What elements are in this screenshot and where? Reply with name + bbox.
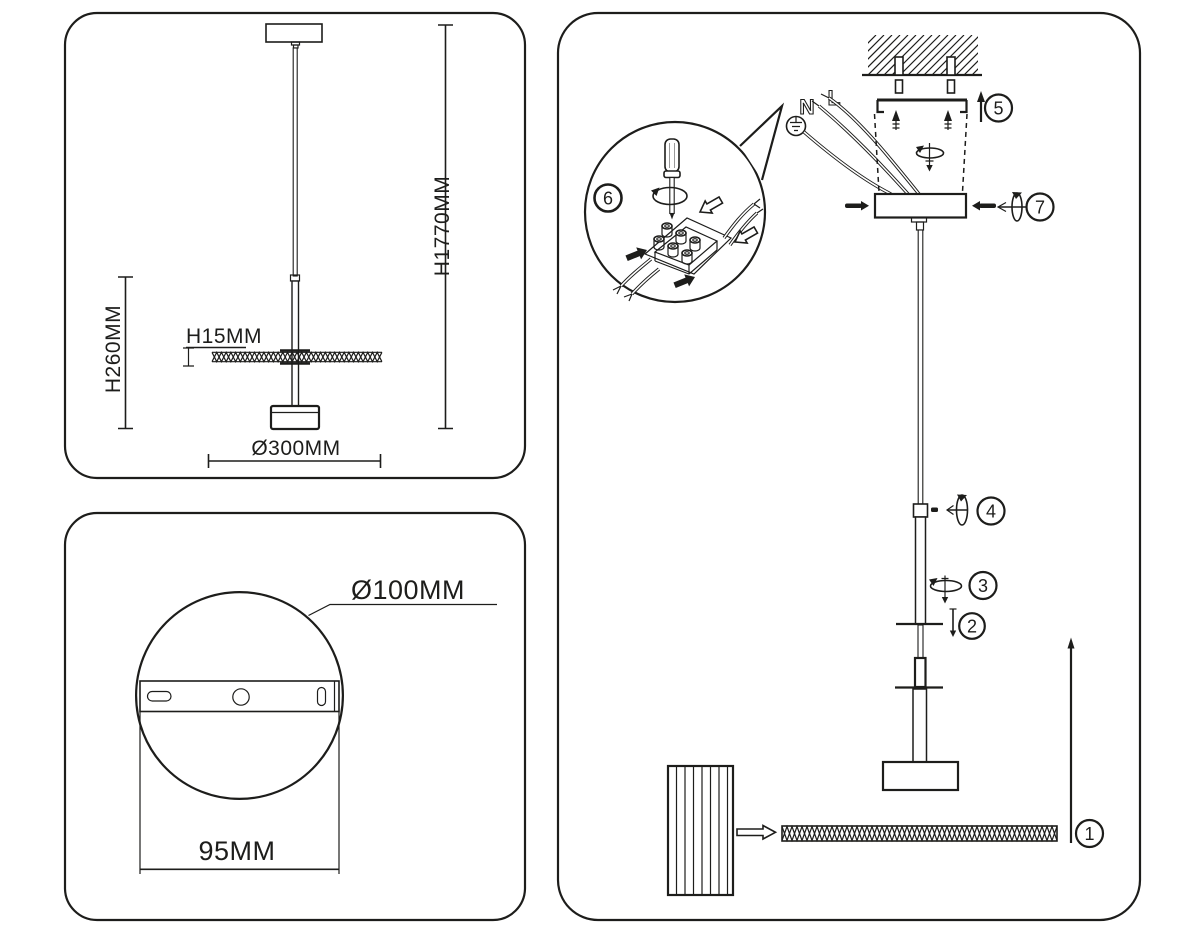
block-wires [612, 198, 764, 302]
mount-slot-right [316, 686, 327, 707]
magnifier-bubble: 6 [583, 102, 785, 304]
stem-rod [914, 516, 927, 625]
dimension-label: Ø100MM [351, 575, 465, 605]
canopy [873, 192, 968, 219]
pendant-side-drawing [211, 23, 383, 431]
up-arrow-icon-1 [1067, 637, 1075, 843]
center-hole [232, 688, 250, 706]
disc-hub [280, 349, 310, 365]
terminal-block [643, 217, 733, 275]
pendant-shade [881, 760, 960, 792]
step-badge-6: 6 [593, 183, 623, 213]
step-badge-7: 7 [1025, 192, 1055, 222]
mounting-screw-icons [892, 110, 952, 130]
up-arrow-icon [977, 91, 985, 122]
rotate-screw-icon-7 [996, 192, 1027, 222]
mains-wires [802, 93, 921, 196]
rotate-screw-icon-4 [945, 494, 969, 526]
dimension-label: 95MM [198, 836, 275, 866]
right-arrow-icon [736, 824, 778, 841]
installation-panel: 5 N L [556, 11, 1142, 922]
dimension-label: H260MM [102, 305, 125, 393]
dimension-label: H15MM [186, 325, 262, 348]
mount-slot-left [146, 690, 172, 702]
crystal-disc-edge [211, 349, 383, 365]
suspension-cable [917, 229, 924, 505]
down-arrow-icon-2 [949, 608, 957, 637]
mount-bar [139, 680, 340, 713]
canopy-panel: Ø100MM 95MM [63, 511, 527, 922]
step-number: 5 [993, 99, 1003, 119]
canopy-side-screw-icons [845, 201, 996, 211]
mounting-bracket [876, 98, 968, 114]
lower-rod [912, 688, 928, 763]
side-view-panel: H1770MM H260MM H15MM Ø300MM [63, 11, 527, 480]
step-badge-5: 5 [983, 93, 1014, 123]
thin-rod [917, 624, 924, 659]
wire-label-neutral: N [799, 96, 814, 119]
alignment-dashes [873, 113, 968, 193]
step-number: 7 [1035, 198, 1045, 218]
dimension-total-height: H1770MM [431, 24, 454, 430]
lamp-shade [269, 404, 321, 431]
ground-icon [785, 115, 807, 137]
suspension-cable [292, 47, 298, 277]
dimension-label: Ø300MM [251, 437, 340, 460]
step-number: 4 [986, 502, 996, 522]
rod-sleeve [913, 656, 927, 689]
rotate-cw-icon [915, 143, 945, 172]
dimension-label: H1770MM [431, 176, 454, 276]
step-badge-1: 1 [1074, 818, 1105, 849]
dimension-disc-thickness: H15MM [183, 325, 262, 367]
step-badge-3: 3 [968, 570, 998, 601]
step-badge-2: 2 [958, 612, 986, 640]
step-number: 3 [978, 576, 988, 596]
crystal-strip [781, 824, 1058, 843]
cable-connector [912, 503, 929, 518]
dimension-hole-spacing: 95MM [139, 711, 340, 874]
step-badge-4: 4 [976, 496, 1006, 526]
insert-arrow-icons [625, 195, 759, 289]
packaging-box [666, 764, 735, 897]
terminal-barrels [653, 222, 701, 265]
rotate-cw-icon-6 [651, 186, 688, 206]
stem-rod [291, 280, 300, 407]
screwdriver-icon [663, 138, 681, 220]
rotate-cw-icon-3 [929, 575, 963, 604]
canopy-outline [135, 590, 345, 800]
dimension-disc-diameter: Ø300MM [207, 437, 382, 468]
step-number: 1 [1084, 824, 1094, 844]
dimension-fixture-height: H260MM [102, 276, 133, 430]
panel-border [63, 511, 527, 922]
step-number: 2 [967, 617, 977, 637]
ceiling-hatch [862, 35, 982, 77]
set-screw [931, 507, 938, 512]
dimension-canopy-diameter: Ø100MM [308, 575, 497, 617]
step-number: 6 [603, 189, 613, 209]
ceiling-plate [265, 23, 323, 43]
wall-plug-icons [894, 56, 956, 94]
